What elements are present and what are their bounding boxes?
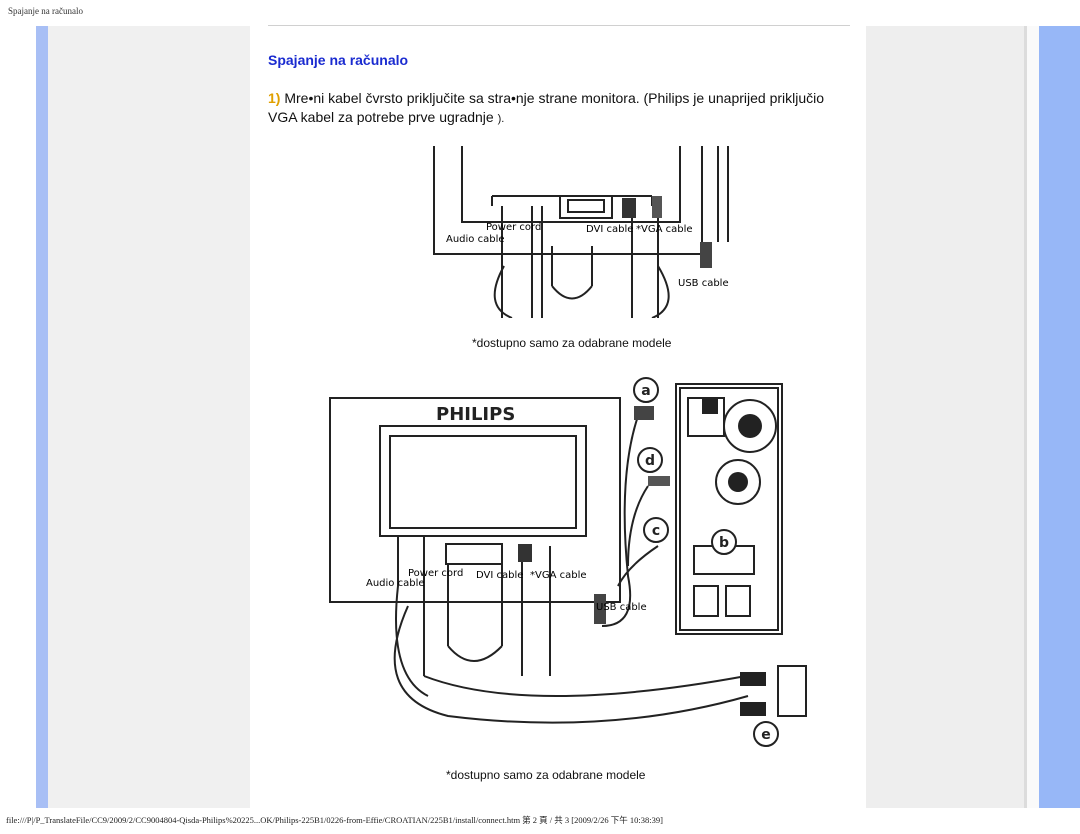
fig1-power-label: Power cord xyxy=(486,222,541,233)
left-sidebar xyxy=(48,26,250,808)
callout-d: d xyxy=(645,453,655,469)
fig1-audio-label: Audio cable xyxy=(446,234,505,245)
pc-connection-figure: PHILIPS Power cord Audio cable DVI cable… xyxy=(329,377,807,747)
fig1-vga-label: *VGA cable xyxy=(636,224,693,235)
step-tail: ). xyxy=(497,113,505,125)
figure2-caption: *dostupno samo za odabrane modele xyxy=(446,768,646,782)
callout-c: c xyxy=(652,523,660,539)
fig1-dvi-label: DVI cable xyxy=(586,224,633,235)
step-text: Mre•ni kabel čvrsto priključite sa stra•… xyxy=(268,90,825,125)
right-sidebar xyxy=(866,26,1024,808)
callout-b: b xyxy=(719,535,729,551)
page-title: Spajanje na računalo xyxy=(268,52,409,68)
left-accent-bar xyxy=(36,26,48,808)
top-rule xyxy=(268,22,850,26)
running-header: Spajanje na računalo xyxy=(8,6,83,16)
monitor-connectors-figure: Power cord Audio cable DVI cable *VGA ca… xyxy=(433,146,729,318)
fig2-usb-label: USB cable xyxy=(596,602,647,613)
right-divider xyxy=(1024,26,1027,808)
fig1-usb-label: USB cable xyxy=(678,278,729,289)
footer-path: file:///P|/P_TranslateFile/CC9/2009/2/CC… xyxy=(6,815,663,825)
fig2-vga-label: *VGA cable xyxy=(530,570,587,581)
step-number: 1) xyxy=(268,90,281,106)
fig2-power-label: Power cord xyxy=(408,568,463,579)
callout-a: a xyxy=(641,383,650,399)
right-accent-bar xyxy=(1039,26,1080,808)
philips-logo: PHILIPS xyxy=(436,404,515,425)
fig2-dvi-label: DVI cable xyxy=(476,570,523,581)
step-paragraph: 1) Mre•ni kabel čvrsto priključite sa st… xyxy=(268,89,848,129)
right-gap xyxy=(1027,26,1039,808)
callout-e: e xyxy=(761,727,771,743)
fig2-audio-label: Audio cable xyxy=(366,578,425,589)
figure1-caption: *dostupno samo za odabrane modele xyxy=(472,336,672,350)
